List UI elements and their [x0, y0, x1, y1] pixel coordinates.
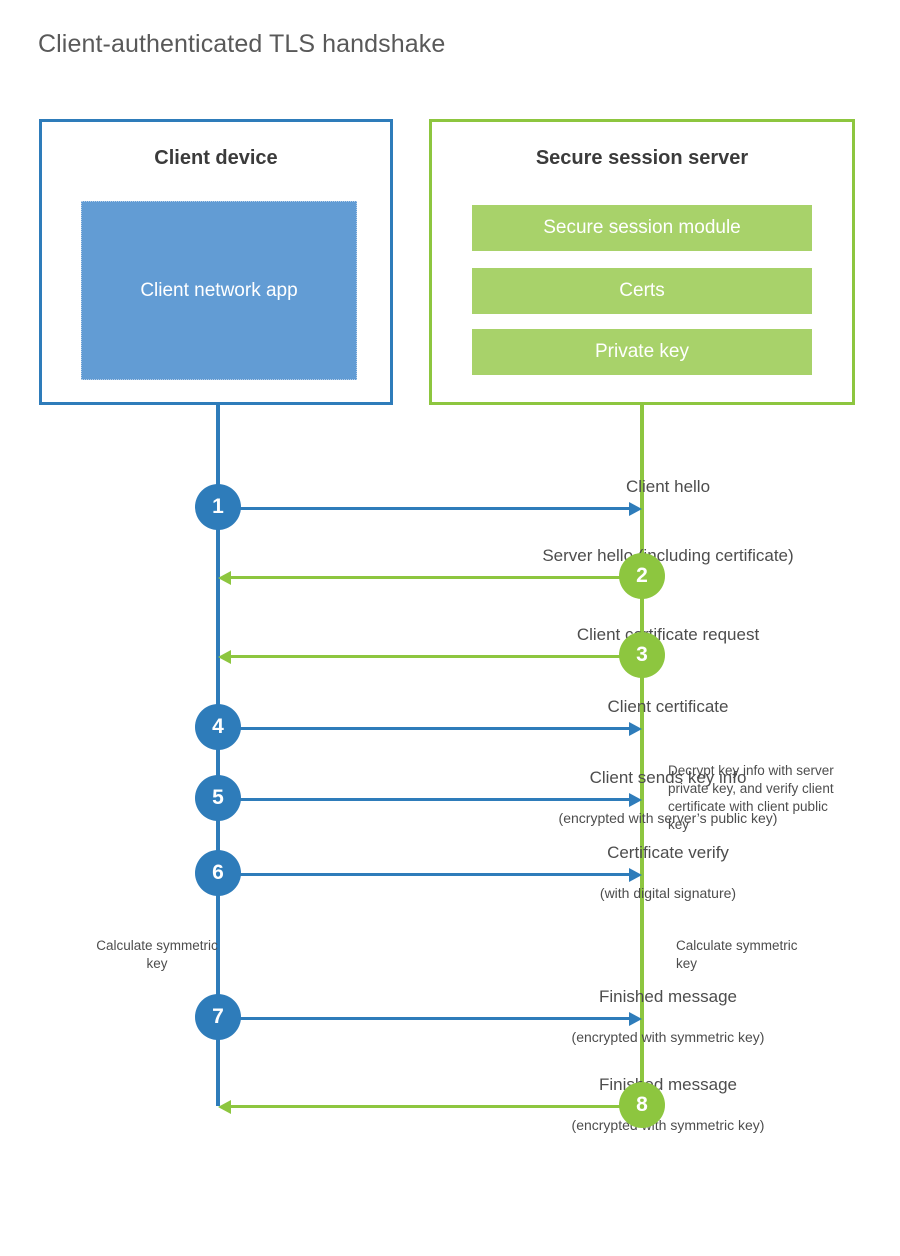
note-calculate-symmetric-key-server: Calculate symmetric key — [676, 938, 798, 971]
step-badge-1[interactable]: 1 — [195, 484, 241, 530]
secure-session-server-box: Secure session server Secure session mod… — [429, 119, 855, 405]
arrow-head-right-icon — [629, 1011, 642, 1026]
page-title: Client-authenticated TLS handshake — [38, 30, 446, 58]
step-badge-5[interactable]: 5 — [195, 775, 241, 821]
message-label-4: Client certificate — [607, 697, 729, 716]
client-network-app-label: Client network app — [140, 280, 298, 301]
arrow-head-left-icon — [218, 649, 231, 664]
message-line-1 — [218, 507, 632, 510]
message-sublabel-7: (encrypted with symmetric key) — [571, 1029, 765, 1045]
server-lifeline — [640, 405, 644, 1106]
server-module-certs: Certs — [472, 268, 812, 314]
note-calculate-symmetric-key-client: Calculate symmetric key — [96, 938, 218, 971]
message-label-3: Client certificate request — [576, 625, 760, 644]
message-label-2: Server hello (including certificate) — [542, 546, 794, 565]
message-sublabel-6: (with digital signature) — [599, 885, 737, 901]
secure-session-server-title: Secure session server — [535, 147, 749, 169]
arrow-head-right-icon — [629, 867, 642, 882]
message-label-5: Client sends key info — [589, 768, 747, 787]
client-device-title: Client device — [154, 147, 278, 169]
message-sublabel-5: (encrypted with server’s public key) — [558, 810, 778, 826]
message-line-8 — [228, 1105, 642, 1108]
arrow-head-right-icon — [629, 501, 642, 516]
step-badge-4[interactable]: 4 — [195, 704, 241, 750]
message-label-6: Certificate verify — [607, 843, 729, 862]
step-badge-7[interactable]: 7 — [195, 994, 241, 1040]
message-line-4 — [218, 727, 632, 730]
step-badge-8[interactable]: 8 — [619, 1082, 665, 1128]
message-sublabel-8: (encrypted with symmetric key) — [571, 1117, 765, 1133]
step-badge-2[interactable]: 2 — [619, 553, 665, 599]
message-line-5 — [218, 798, 632, 801]
client-device-box: Client device Client network app — [39, 119, 393, 405]
arrow-head-left-icon — [218, 570, 231, 585]
arrow-head-right-icon — [629, 721, 642, 736]
message-label-7: Finished message — [599, 987, 737, 1006]
server-module-private-key: Private key — [472, 329, 812, 375]
client-lifeline — [216, 405, 220, 1106]
arrow-head-left-icon — [218, 1099, 231, 1114]
step-badge-3[interactable]: 3 — [619, 632, 665, 678]
client-network-app-block: Client network app — [81, 201, 357, 380]
message-line-7 — [218, 1017, 632, 1020]
step-badge-6[interactable]: 6 — [195, 850, 241, 896]
server-module-secure-session-module: Secure session module — [472, 205, 812, 251]
note-decrypt-key-info: Decrypt key info with server private key… — [668, 763, 834, 832]
message-line-2 — [228, 576, 642, 579]
message-line-6 — [218, 873, 632, 876]
message-label-1: Client hello — [625, 477, 711, 496]
message-line-3 — [228, 655, 642, 658]
message-label-8: Finished message — [599, 1075, 737, 1094]
arrow-head-right-icon — [629, 792, 642, 807]
